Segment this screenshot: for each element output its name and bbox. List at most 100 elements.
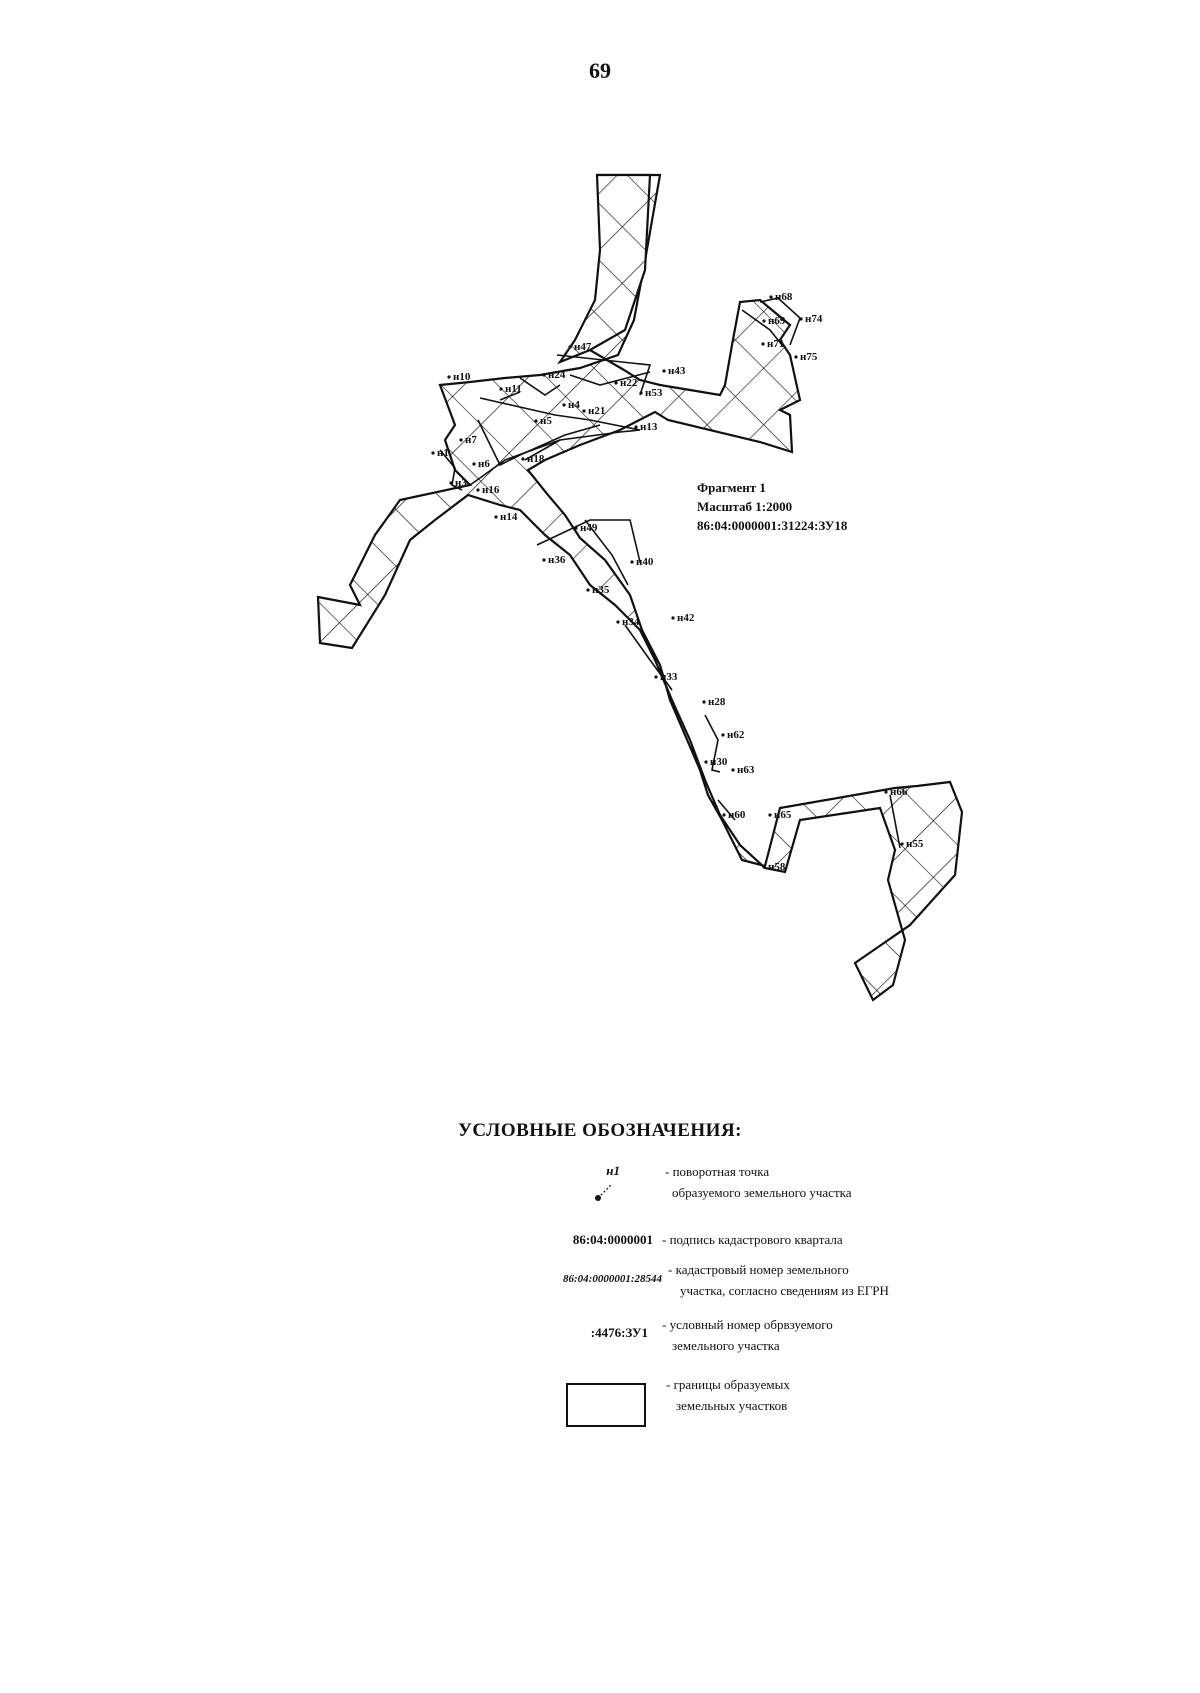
turning-point-marker bbox=[731, 768, 735, 772]
turning-point-marker bbox=[447, 375, 451, 379]
turning-point-marker bbox=[472, 462, 476, 466]
turning-point-label: н43 bbox=[668, 365, 686, 377]
legend-desc-line2: образуемого земельного участка bbox=[672, 1185, 852, 1200]
turning-point-label: н11 bbox=[505, 383, 522, 395]
turning-point-label: н10 bbox=[453, 371, 471, 383]
turning-point-label: н49 bbox=[580, 522, 598, 534]
page-number: 69 bbox=[589, 58, 611, 83]
legend-desc-line1: - подпись кадастрового квартала bbox=[662, 1232, 843, 1247]
turning-point-marker bbox=[459, 438, 463, 442]
turning-point-label: н7 bbox=[465, 434, 477, 446]
turning-point-label: н53 bbox=[645, 387, 663, 399]
turning-point-marker bbox=[494, 515, 498, 519]
legend-desc-line1: - условный номер обрвзуемого bbox=[662, 1317, 833, 1332]
turning-point-marker bbox=[671, 616, 675, 620]
turning-point-marker bbox=[722, 813, 726, 817]
turning-point-label: н65 bbox=[774, 809, 792, 821]
legend-desc-line1: - поворотная точка bbox=[665, 1164, 770, 1179]
turning-point-marker bbox=[794, 355, 798, 359]
parcel-boundary bbox=[316, 173, 964, 1002]
turning-point-label: н3 bbox=[455, 477, 467, 489]
turning-point-label: н28 bbox=[708, 696, 726, 708]
turning-point-label: н13 bbox=[640, 421, 658, 433]
turning-point-marker bbox=[542, 558, 546, 562]
boundary-box-icon bbox=[566, 1383, 646, 1427]
turning-point-marker bbox=[768, 813, 772, 817]
fragment-parcel-id: 86:04:0000001:31224:ЗУ18 bbox=[697, 518, 848, 533]
turning-point-marker bbox=[521, 457, 525, 461]
legend-desc-line2: земельного участка bbox=[672, 1338, 780, 1353]
legend-desc-line2: земельных участков bbox=[676, 1398, 788, 1413]
turning-point-label: н66 bbox=[890, 786, 908, 798]
fragment-info: Фрагмент 1 Масштаб 1:2000 86:04:0000001:… bbox=[697, 478, 847, 535]
turning-point-marker bbox=[630, 560, 634, 564]
turning-point-marker bbox=[762, 865, 766, 869]
turning-point-label: н60 bbox=[728, 809, 746, 821]
turning-point-marker bbox=[900, 842, 904, 846]
turning-point-marker bbox=[616, 620, 620, 624]
turning-point-marker bbox=[721, 733, 725, 737]
turning-point-marker bbox=[534, 419, 538, 423]
turning-point-label: н4 bbox=[568, 399, 580, 411]
turning-point-label: н36 bbox=[548, 554, 566, 566]
legend-symbol: :4476:ЗУ1 bbox=[590, 1325, 648, 1340]
turning-point-label: н22 bbox=[620, 377, 638, 389]
turning-point-marker bbox=[582, 409, 586, 413]
turning-point-label: н18 bbox=[527, 453, 545, 465]
turning-point-label: н33 bbox=[660, 671, 678, 683]
legend-symbol: 86:04:0000001:28544 bbox=[563, 1273, 662, 1285]
turning-point-label: н68 bbox=[775, 291, 793, 303]
turning-point-label: н6 bbox=[478, 458, 490, 470]
fragment-title: Фрагмент 1 bbox=[697, 480, 766, 495]
turning-point-label: н16 bbox=[482, 484, 500, 496]
turning-point-marker bbox=[574, 526, 578, 530]
turning-point-marker bbox=[614, 381, 618, 385]
turning-point-marker bbox=[769, 295, 773, 299]
turning-point-label: н5 bbox=[540, 415, 552, 427]
turning-point-label: н62 bbox=[727, 729, 745, 741]
turning-point-marker bbox=[639, 391, 643, 395]
turning-point-label: н21 bbox=[588, 405, 605, 417]
turning-point-marker bbox=[431, 451, 435, 455]
turning-point-marker bbox=[586, 588, 590, 592]
turning-point-label: н74 bbox=[805, 313, 823, 325]
turning-point-label: н55 bbox=[906, 838, 924, 850]
turning-point-marker bbox=[654, 675, 658, 679]
turning-point-label: н71 bbox=[767, 338, 784, 350]
turning-point-label: н35 bbox=[592, 584, 610, 596]
turning-point-label: н75 bbox=[800, 351, 818, 363]
turning-point-label: н30 bbox=[710, 756, 728, 768]
turning-point-label: н40 bbox=[636, 556, 654, 568]
turning-point-marker bbox=[762, 319, 766, 323]
turning-point-label: н63 bbox=[737, 764, 755, 776]
turning-point-label: н42 bbox=[677, 612, 695, 624]
turning-point-label: н58 bbox=[768, 861, 786, 873]
turning-point-marker bbox=[704, 760, 708, 764]
turning-point-marker bbox=[542, 373, 546, 377]
turning-point-label: н47 bbox=[574, 341, 592, 353]
turning-point-marker bbox=[761, 342, 765, 346]
turning-point-label: н69 bbox=[768, 315, 786, 327]
parcel-boundary bbox=[557, 173, 652, 365]
turning-point-marker bbox=[568, 345, 572, 349]
turning-point-marker bbox=[449, 481, 453, 485]
turning-point-marker bbox=[634, 425, 638, 429]
legend-desc-line1: - границы образуемых bbox=[666, 1377, 790, 1392]
fragment-scale: Масштаб 1:2000 bbox=[697, 499, 793, 514]
turning-point-label: н34 bbox=[622, 616, 640, 628]
cadastral-map: н68 н69 н74 н71 н75 н47 н43 н10 н24 н22 н11 н53 н4 н2… bbox=[316, 173, 964, 1002]
turning-point-label: н1 bbox=[437, 447, 449, 459]
turning-point-marker bbox=[884, 790, 888, 794]
point-marker-icon bbox=[595, 1183, 613, 1201]
turning-point-marker bbox=[562, 403, 566, 407]
turning-point-label: н24 bbox=[548, 369, 566, 381]
turning-point-marker bbox=[662, 369, 666, 373]
turning-point-label: н14 bbox=[500, 511, 518, 523]
turning-point-marker bbox=[702, 700, 706, 704]
legend-symbol: н1 bbox=[606, 1163, 620, 1178]
turning-point-marker bbox=[799, 317, 803, 321]
legend-desc-line2: участка, согласно сведениям из ЕГРН bbox=[680, 1283, 889, 1298]
turning-point-marker bbox=[499, 387, 503, 391]
turning-point-marker bbox=[476, 488, 480, 492]
legend-title: УСЛОВНЫЕ ОБОЗНАЧЕНИЯ: bbox=[457, 1120, 742, 1141]
